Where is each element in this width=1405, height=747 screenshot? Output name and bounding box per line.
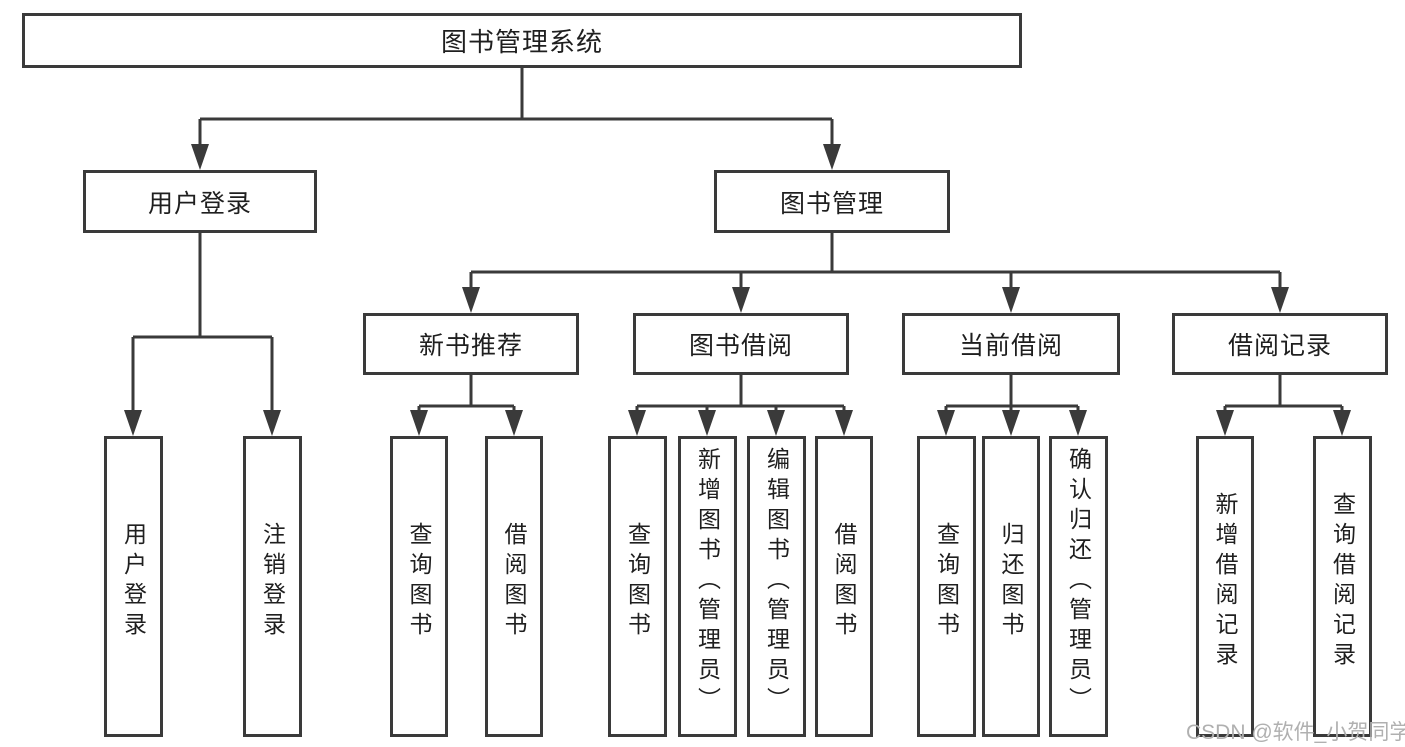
node-label: 注销登录 [259, 521, 286, 642]
node-borrow-record: 借阅记录 [1172, 313, 1388, 375]
leaf-query-book-current: 查询图书 [917, 436, 976, 737]
arrow-down-icon [462, 287, 480, 313]
arrow-down-icon [767, 410, 785, 436]
node-label: 借阅图书 [831, 521, 857, 642]
node-label: 借阅记录 [1227, 332, 1332, 360]
node-label: 用户登录 [147, 189, 252, 218]
arrow-down-icon [823, 144, 841, 170]
node-label: 归还图书 [998, 521, 1024, 642]
leaf-borrow-book: 借阅图书 [815, 436, 873, 737]
node-label: 当前借阅 [958, 332, 1063, 360]
arrow-down-icon [191, 144, 209, 170]
arrow-down-icon [1271, 287, 1289, 313]
csdn-watermark: CSDN @软件_小贺同学 [1186, 721, 1405, 744]
leaf-query-book-borrow: 查询图书 [608, 436, 667, 737]
arrow-down-icon [732, 287, 750, 313]
leaf-borrow-book-recommend: 借阅图书 [485, 436, 543, 737]
arrow-down-icon [628, 410, 646, 436]
leaf-return-book: 归还图书 [982, 436, 1040, 737]
arrow-down-icon [937, 410, 955, 436]
node-label: 新书推荐 [418, 332, 523, 360]
arrow-down-icon [1333, 410, 1351, 436]
node-label: 图书管理 [779, 189, 884, 218]
node-label: 查询图书 [624, 521, 651, 642]
node-label: 编辑图书（管理员） [763, 446, 790, 717]
arrow-down-icon [410, 410, 428, 436]
node-label: 确认归还（管理员） [1065, 446, 1092, 717]
arrow-down-icon [1002, 410, 1020, 436]
arrow-down-icon [835, 410, 853, 436]
leaf-logout: 注销登录 [243, 436, 302, 737]
leaf-user-login: 用户登录 [104, 436, 163, 737]
leaf-confirm-return-admin: 确认归还（管理员） [1049, 436, 1108, 737]
node-new-book-recommend: 新书推荐 [363, 313, 579, 375]
leaf-add-book-admin: 新增图书（管理员） [678, 436, 737, 737]
node-label: 图书管理系统 [440, 27, 603, 57]
node-book-management: 图书管理 [714, 170, 950, 233]
node-current-borrow: 当前借阅 [902, 313, 1120, 375]
connector-borrow-record [1223, 375, 1344, 412]
leaf-query-borrow-record: 查询借阅记录 [1313, 436, 1372, 737]
node-book-borrow: 图书借阅 [633, 313, 849, 375]
arrow-down-icon [124, 410, 142, 436]
node-label: 新增图书（管理员） [694, 446, 721, 717]
arrow-down-icon [263, 410, 281, 436]
connector-user-login [131, 233, 274, 412]
node-library-management-system: 图书管理系统 [22, 13, 1022, 68]
connector-root [198, 68, 834, 146]
connector-book-borrow [635, 375, 846, 412]
arrow-down-icon [1002, 287, 1020, 313]
connector-book-management [469, 233, 1282, 289]
node-label: 新增借阅记录 [1212, 491, 1238, 672]
leaf-edit-book-admin: 编辑图书（管理员） [747, 436, 806, 737]
node-label: 用户登录 [120, 521, 147, 642]
node-label: 查询借阅记录 [1329, 491, 1356, 672]
node-label: 借阅图书 [501, 521, 527, 642]
node-label: 查询图书 [406, 521, 432, 642]
leaf-add-borrow-record: 新增借阅记录 [1196, 436, 1254, 737]
arrow-down-icon [505, 410, 523, 436]
arrow-down-icon [1216, 410, 1234, 436]
connector-new-book-recommend [417, 375, 516, 412]
connector-current-borrow [944, 375, 1080, 412]
node-label: 图书借阅 [688, 332, 793, 360]
node-label: 查询图书 [933, 521, 960, 642]
leaf-query-book-recommend: 查询图书 [390, 436, 448, 737]
arrow-down-icon [698, 410, 716, 436]
arrow-down-icon [1069, 410, 1087, 436]
node-user-login: 用户登录 [83, 170, 317, 233]
